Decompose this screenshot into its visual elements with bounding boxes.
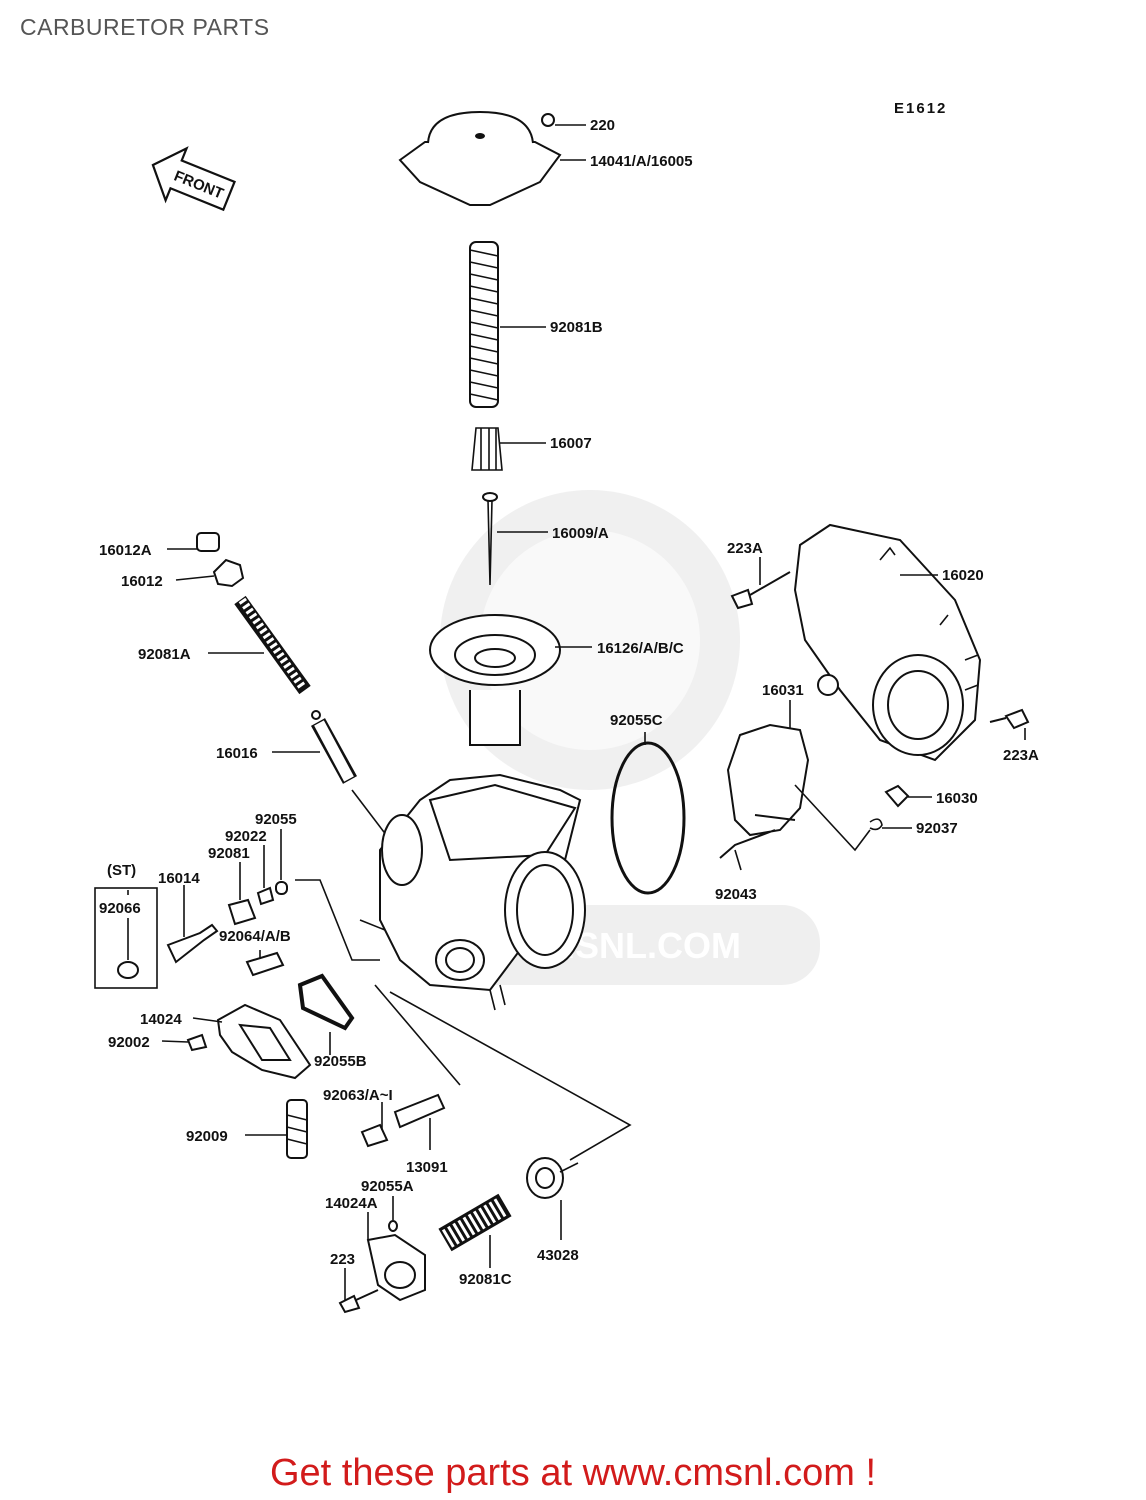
part-oring-92055c xyxy=(610,741,686,895)
part-92055a xyxy=(388,1220,398,1232)
part-cover xyxy=(398,110,562,206)
label-220: 220 xyxy=(590,117,615,134)
part-92037 xyxy=(869,818,883,831)
part-13091 xyxy=(393,1093,446,1129)
cta-link[interactable]: Get these parts at www.cmsnl.com ! xyxy=(269,1452,877,1494)
leader-lines xyxy=(127,124,1026,1300)
page-title: CARBURETOR PARTS xyxy=(20,14,270,40)
label-92081a: 92081A xyxy=(138,646,191,663)
label-43028: 43028 xyxy=(537,1247,579,1264)
part-labels: 220 14041/A/16005 92081B 16007 16009/A 1… xyxy=(99,117,1039,1288)
label-92063: 92063/A~I xyxy=(323,1087,393,1104)
label-16012a: 16012A xyxy=(99,542,152,559)
label-st: (ST) xyxy=(107,862,136,879)
label-16031: 16031 xyxy=(762,682,804,699)
label-92081: 92081 xyxy=(208,845,250,862)
part-cover-16020 xyxy=(793,523,982,762)
part-16016 xyxy=(310,710,391,841)
leader-16031-92037 xyxy=(794,784,871,852)
part-16031 xyxy=(719,723,810,859)
label-14041: 14041/A/16005 xyxy=(590,153,693,170)
part-14024a xyxy=(366,1233,426,1302)
diagram-code: E1612 xyxy=(894,100,947,117)
part-92055 xyxy=(275,881,288,895)
label-223: 223 xyxy=(330,1251,355,1268)
part-43028 xyxy=(526,1157,579,1199)
part-16007 xyxy=(471,427,503,471)
label-92066: 92066 xyxy=(99,900,141,917)
label-92064: 92064/A/B xyxy=(219,928,291,945)
label-92009: 92009 xyxy=(186,1128,228,1145)
part-92066 xyxy=(117,961,139,979)
label-92081b: 92081B xyxy=(550,319,603,336)
label-92055c: 92055C xyxy=(610,712,663,729)
part-92063 xyxy=(360,1123,389,1148)
leader-92064-body xyxy=(295,879,380,961)
label-16012: 16012 xyxy=(121,573,163,590)
label-92055b: 92055B xyxy=(314,1053,367,1070)
label-223a-right: 223A xyxy=(1003,747,1039,764)
part-223 xyxy=(338,1289,379,1314)
part-spring-92081b xyxy=(469,241,499,408)
label-16126: 16126/A/B/C xyxy=(597,640,684,657)
part-92009 xyxy=(286,1099,308,1159)
part-92081c xyxy=(438,1193,512,1252)
part-92055b xyxy=(297,973,355,1031)
st-box xyxy=(94,887,158,989)
part-16012a xyxy=(196,532,220,552)
part-16030 xyxy=(884,784,910,808)
label-92022: 92022 xyxy=(225,828,267,845)
label-92081c: 92081C xyxy=(459,1271,512,1288)
label-16016: 16016 xyxy=(216,745,258,762)
label-92037: 92037 xyxy=(916,820,958,837)
label-16009: 16009/A xyxy=(552,525,609,542)
part-92002 xyxy=(186,1033,208,1052)
part-16012 xyxy=(212,558,245,588)
label-92043: 92043 xyxy=(715,886,757,903)
part-spring-92081a xyxy=(234,595,311,695)
label-16020: 16020 xyxy=(942,567,984,584)
part-needle xyxy=(482,492,498,586)
part-92081 xyxy=(227,898,257,926)
part-carburetor-body xyxy=(359,773,586,1011)
label-13091: 13091 xyxy=(406,1159,448,1176)
label-223a-top: 223A xyxy=(727,540,763,557)
label-16030: 16030 xyxy=(936,790,978,807)
label-14024: 14024 xyxy=(140,1011,182,1028)
front-arrow-icon: FRONT xyxy=(151,146,236,212)
label-92002: 92002 xyxy=(108,1034,150,1051)
label-16007: 16007 xyxy=(550,435,592,452)
leader-jet-lines xyxy=(374,984,632,1161)
part-bolt-223a-top xyxy=(730,571,791,610)
part-92064 xyxy=(245,951,285,977)
part-16014 xyxy=(166,923,219,964)
label-16014: 16014 xyxy=(158,870,200,887)
part-92022 xyxy=(256,886,275,906)
part-14024 xyxy=(216,1003,312,1080)
label-92055a: 92055A xyxy=(361,1178,414,1195)
part-diaphragm xyxy=(429,614,561,746)
label-92055: 92055 xyxy=(255,811,297,828)
part-bolt-223a-right xyxy=(989,708,1030,730)
label-14024a: 14024A xyxy=(325,1195,378,1212)
